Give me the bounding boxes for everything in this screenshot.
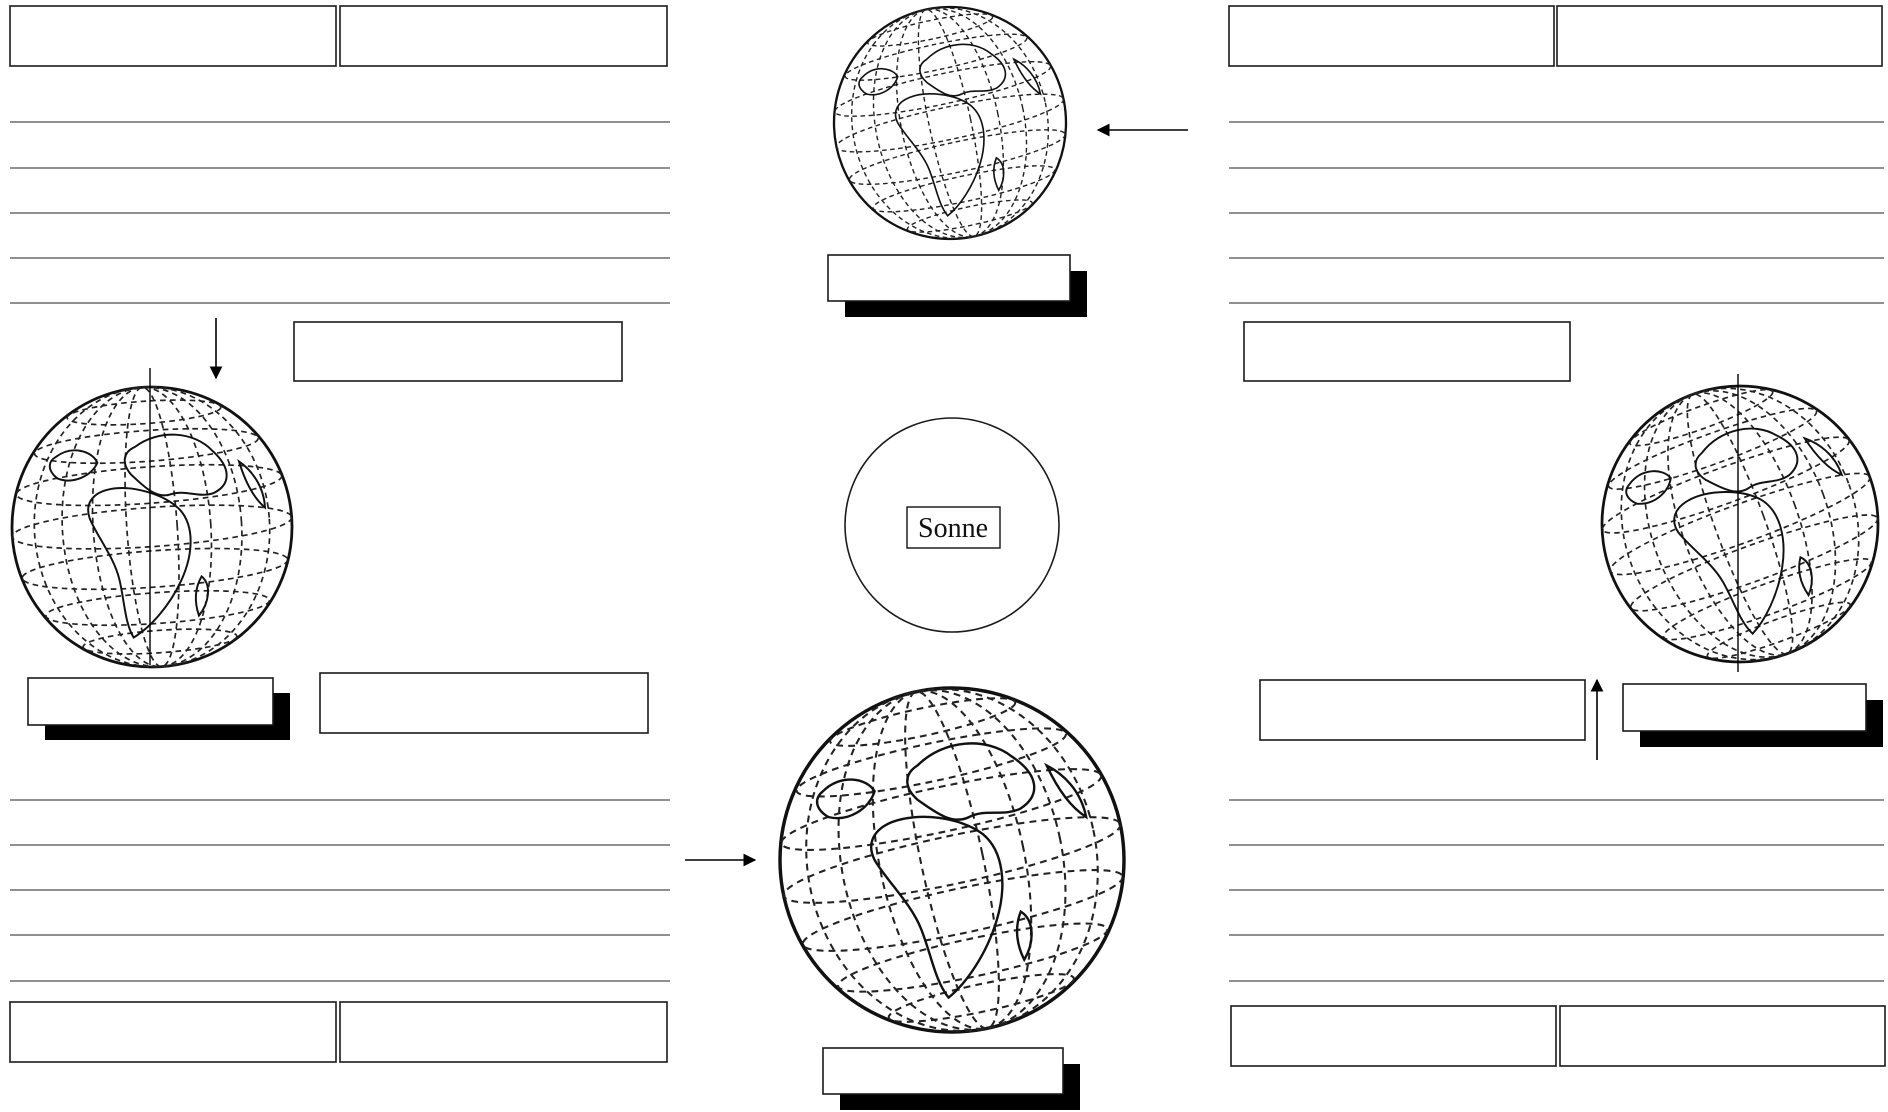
label-box-right[interactable] xyxy=(1623,684,1883,747)
sun-label: Sonne xyxy=(918,513,988,544)
answer-box[interactable] xyxy=(340,6,667,66)
answer-box[interactable] xyxy=(294,322,622,381)
globe-top xyxy=(831,0,1070,257)
answer-box[interactable] xyxy=(1557,6,1882,66)
answer-box[interactable] xyxy=(340,1002,667,1062)
answer-box[interactable] xyxy=(1244,322,1570,381)
answer-box[interactable] xyxy=(320,673,648,733)
globe-right xyxy=(1577,347,1888,702)
answer-box[interactable] xyxy=(10,6,336,66)
answer-box[interactable] xyxy=(1560,1006,1885,1066)
top-right-answer-area xyxy=(1229,6,1884,381)
globe-left xyxy=(0,347,317,707)
sun: Sonne xyxy=(845,418,1059,632)
answer-box[interactable] xyxy=(1229,6,1554,66)
label-box-bottom[interactable] xyxy=(823,1048,1080,1110)
label-box-left[interactable] xyxy=(28,678,290,740)
answer-box[interactable] xyxy=(1260,680,1585,740)
answer-box[interactable] xyxy=(1231,1006,1556,1066)
answer-box[interactable] xyxy=(10,1002,336,1062)
globe-bottom xyxy=(775,662,1129,1059)
label-box-top[interactable] xyxy=(828,255,1087,317)
top-left-answer-area xyxy=(10,6,670,381)
